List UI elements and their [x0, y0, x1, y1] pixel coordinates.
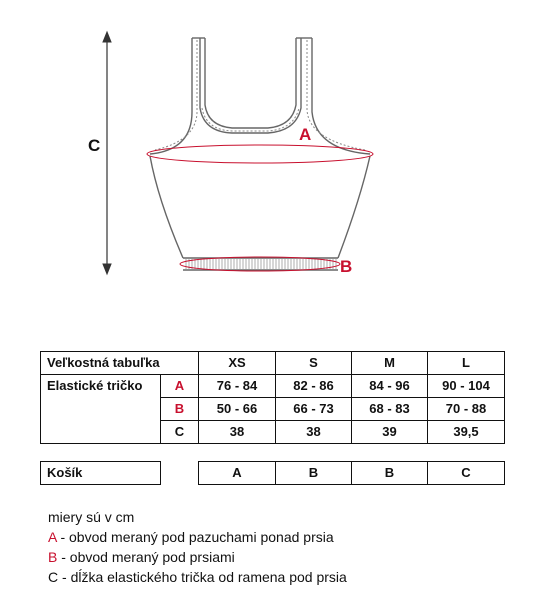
row-key: C [160, 420, 199, 444]
measure-a-ellipse [146, 144, 374, 164]
garment-outline [149, 37, 371, 271]
row-key: A [160, 374, 199, 398]
legend-text: - obvod meraný pod prsiami [57, 549, 235, 565]
table-cell: 39,5 [427, 420, 505, 444]
dimension-c-label: C [88, 136, 100, 155]
size-xs: XS [198, 351, 276, 375]
table-title: Veľkostná tabuľka [40, 351, 199, 375]
cup-cell: B [351, 461, 428, 485]
measurement-legend: miery sú v cm A - obvod meraný pod pazuc… [48, 507, 528, 587]
cup-cell: B [275, 461, 352, 485]
table-cell: 66 - 73 [275, 397, 352, 421]
units-note: miery sú v cm [48, 509, 135, 525]
legend-key: B [48, 549, 58, 565]
dimension-a-label: A [299, 125, 311, 144]
legend-key: C [48, 569, 59, 585]
table-cell: 50 - 66 [198, 397, 276, 421]
size-m: M [351, 351, 428, 375]
cup-cell: C [427, 461, 505, 485]
legend-text: - obvod meraný pod pazuchami ponad prsia [56, 529, 334, 545]
strap-stitching [154, 40, 366, 151]
table-cell: 82 - 86 [275, 374, 352, 398]
legend-item: A - obvod meraný pod pazuchami ponad prs… [48, 527, 528, 547]
legend-item: B - obvod meraný pod prsiami [48, 547, 528, 567]
size-header-row: Veľkostná tabuľka XS S M L [40, 351, 505, 375]
table-cell: 70 - 88 [427, 397, 505, 421]
size-table: Veľkostná tabuľka XS S M L Elastické tri… [40, 351, 505, 485]
row-key: B [160, 397, 199, 421]
dimension-c-arrow [102, 30, 112, 276]
cup-label: Košík [40, 461, 161, 485]
dimension-b-label: B [340, 257, 352, 276]
measure-b-ellipse [179, 256, 341, 272]
cup-row: Košík A B B C [40, 461, 505, 485]
table-row: C 38 38 39 39,5 [41, 420, 505, 444]
table-cell: 68 - 83 [351, 397, 428, 421]
legend-item: C - dĺžka elastického trička od ramena p… [48, 567, 528, 587]
row-group-label: Elastické tričko [40, 374, 161, 444]
size-s: S [275, 351, 352, 375]
crop-top-figure: C A B [88, 30, 374, 276]
legend-key: A [48, 529, 57, 545]
table-cell: 84 - 96 [351, 374, 428, 398]
table-spacer [41, 444, 505, 462]
size-l: L [427, 351, 505, 375]
cup-cell: A [198, 461, 276, 485]
table-cell: 38 [275, 420, 352, 444]
table-row: Elastické tričko A 76 - 84 82 - 86 84 - … [40, 374, 505, 444]
table-cell: 90 - 104 [427, 374, 505, 398]
legend-text: - dĺžka elastického trička od ramena pod… [58, 569, 347, 585]
cup-gap [161, 462, 199, 485]
table-row: B 50 - 66 66 - 73 68 - 83 70 - 88 [41, 397, 505, 421]
table-cell: 76 - 84 [198, 374, 276, 398]
table-cell: 38 [198, 420, 276, 444]
waistband-ribbing [185, 259, 337, 269]
table-cell: 39 [351, 420, 428, 444]
